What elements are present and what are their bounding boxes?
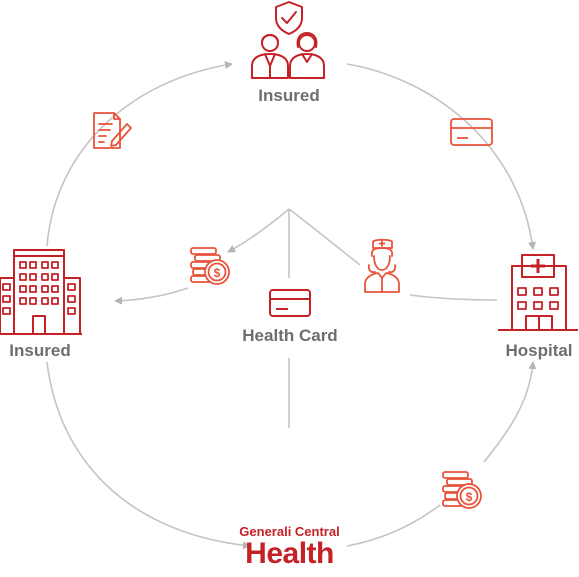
connector-top-to-hospital (346, 63, 537, 250)
connector-hospital-to-brand-from (483, 361, 537, 463)
connector-hub-to-nurse (288, 208, 361, 266)
svg-text:$: $ (214, 266, 221, 280)
connector-coins-to-left (114, 287, 189, 305)
card-icon (450, 118, 493, 146)
health-card-icon (269, 289, 311, 317)
insured-building-icon (0, 249, 82, 335)
connector-left-to-brand (46, 361, 251, 550)
right-node-label: Hospital (505, 341, 572, 360)
document-pen-icon (93, 112, 132, 149)
connector-nurse-to-hospital (409, 294, 498, 301)
outer-connectors (46, 61, 537, 550)
top-node-label: Insured (258, 86, 319, 105)
coins-icon-center: $ (190, 247, 230, 285)
connector-brand-to-hospital (346, 504, 441, 547)
coins-icon-bottom: $ (442, 471, 482, 509)
center-node-label: Health Card (242, 326, 337, 345)
connector-hub-to-coins (227, 208, 290, 253)
hospital-building-icon (498, 254, 578, 331)
brand-title: Health (245, 537, 334, 570)
nurse-icon (364, 238, 400, 293)
left-node-label: Insured (9, 341, 70, 360)
brand-subtitle: Generali Central (239, 524, 340, 539)
insured-couple-shield-icon (251, 1, 325, 79)
connector-left-to-top (46, 61, 233, 247)
svg-text:$: $ (466, 490, 473, 504)
inner-connectors (114, 208, 498, 428)
